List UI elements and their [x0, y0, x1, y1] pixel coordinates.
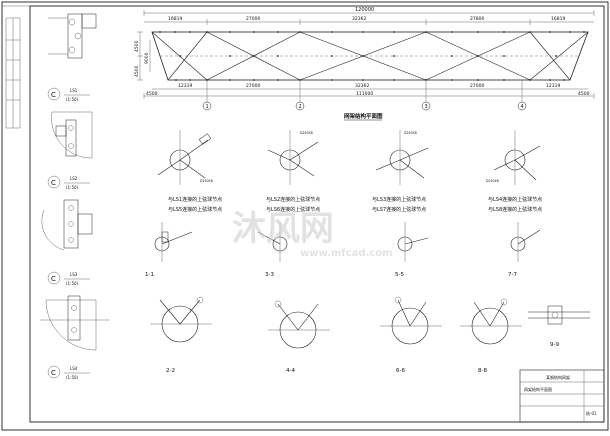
- axis-bubble-2: [295, 101, 305, 111]
- dim-left-1: 4500: [134, 40, 140, 52]
- sections-row2: 2-2 4-4 6-6 8-8 9-9: [150, 296, 590, 374]
- detail-c-letter-2: C: [51, 179, 56, 187]
- axis-label-1: 1: [206, 104, 209, 110]
- detail-c-bubble-3: [47, 271, 61, 285]
- detail-c-scale-3: (1:50): [66, 281, 79, 286]
- caption-ls1: 与LS1连接的上弦球节点: [168, 196, 222, 203]
- dim-side-left: 4500: [146, 91, 158, 97]
- section-5-5: 5-5: [395, 272, 404, 278]
- section-2-2: 2-2: [166, 368, 175, 374]
- plan-title: 网架结构平面图: [344, 112, 383, 120]
- axis-label-3: 3: [425, 104, 428, 110]
- dim-bot-4: 27000: [470, 83, 484, 89]
- dim-top-3: 32362: [352, 16, 366, 22]
- node-views: D250X8 D250X8 D250X8 D250X8: [157, 130, 541, 185]
- drawing-number: 结-01: [586, 410, 597, 416]
- section-6-6: 6-6: [396, 368, 405, 374]
- axis-bubble-3: [421, 101, 431, 111]
- section-1-1: 1-1: [145, 272, 154, 278]
- node-label-4: D250X8: [486, 179, 499, 183]
- detail-c-code-1: LS1: [70, 88, 78, 93]
- caption-ls8: 与LS8连接的上弦球节点: [488, 206, 542, 213]
- dim-top-total: 120000: [355, 7, 374, 13]
- title-block: 某钢结构网架 网架结构平面图 结-01: [519, 369, 605, 423]
- dim-left-2: 4500: [134, 65, 140, 77]
- detail-c-letter-4: C: [51, 369, 56, 377]
- dim-bottom-total: 111000: [356, 91, 373, 97]
- detail-c-code-4: LS4: [70, 366, 78, 371]
- dim-bot-1: 12319: [178, 83, 192, 89]
- node-captions: 与LS1连接的上弦球节点 与LS5连接的上弦球节点 与LS2连接的上弦球节点 与…: [168, 196, 542, 213]
- dim-bot-5: 12319: [546, 83, 560, 89]
- caption-ls4: 与LS4连接的上弦球节点: [488, 196, 542, 203]
- node-label-2: D250X8: [300, 131, 313, 135]
- dim-side-right: 4500: [578, 91, 590, 97]
- title-line1: 某钢结构网架: [546, 374, 570, 380]
- binding-strip: [5, 17, 21, 129]
- truss-nodes: [159, 31, 585, 81]
- axis-label-4: 4: [521, 104, 524, 110]
- detail-c-code-3: LS3: [70, 272, 78, 277]
- section-4-4: 4-4: [286, 368, 295, 374]
- dim-top-2: 27000: [246, 16, 260, 22]
- truss-plan: 120000 16819 27000 32362 27800 16819: [134, 7, 595, 121]
- axis-bubble-1: [202, 101, 212, 111]
- detail-c-bubble-4: [47, 365, 61, 379]
- detail-c-bubble-1: [47, 87, 61, 101]
- detail-c-scale-2: (1:50): [66, 185, 79, 190]
- node-label-3: D250X8: [404, 131, 417, 135]
- caption-ls3: 与LS3连接的上弦球节点: [372, 196, 426, 203]
- detail-c-scale-4: (1:50): [66, 375, 79, 380]
- caption-ls5: 与LS5连接的上弦球节点: [168, 206, 222, 213]
- detail-c-letter-1: C: [51, 91, 56, 99]
- dim-bot-2: 27000: [246, 83, 260, 89]
- caption-ls2: 与LS2连接的上弦球节点: [266, 196, 320, 203]
- dim-top-1: 16819: [168, 16, 182, 22]
- dim-top-5: 16819: [551, 16, 565, 22]
- detail-c-code-2: LS2: [70, 176, 78, 181]
- caption-ls7: 与LS7连接的上弦球节点: [372, 206, 426, 213]
- axis-bubble-4: [517, 101, 527, 111]
- section-9-9: 9-9: [550, 342, 559, 348]
- dim-bot-3: 32362: [355, 83, 369, 89]
- section-3-3: 3-3: [265, 272, 274, 278]
- axis-label-2: 2: [299, 104, 302, 110]
- dim-left-total: 9000: [144, 52, 150, 64]
- detail-c-scale-1: (1:50): [66, 97, 79, 102]
- dim-top-4: 27800: [470, 16, 484, 22]
- watermark: 沐风网 www.mfcad.com: [232, 209, 393, 259]
- title-line2: 网架结构平面图: [524, 386, 552, 392]
- node-label-1: D250X8: [200, 179, 213, 183]
- section-7-7: 7-7: [508, 272, 517, 278]
- sections-row1: 1-1 3-3 5-5 7-7: [145, 222, 541, 278]
- watermark-url: www.mfcad.com: [300, 248, 393, 259]
- detail-c-letter-3: C: [51, 275, 56, 283]
- section-8-8: 8-8: [478, 368, 487, 374]
- detail-c-bubble-2: [47, 175, 61, 189]
- watermark-text: 沐风网: [232, 209, 334, 249]
- caption-ls6: 与LS6连接的上弦球节点: [266, 206, 320, 213]
- left-details: C LS1 (1:50) C LS2 (1:50) C LS3 (1:50): [40, 13, 110, 380]
